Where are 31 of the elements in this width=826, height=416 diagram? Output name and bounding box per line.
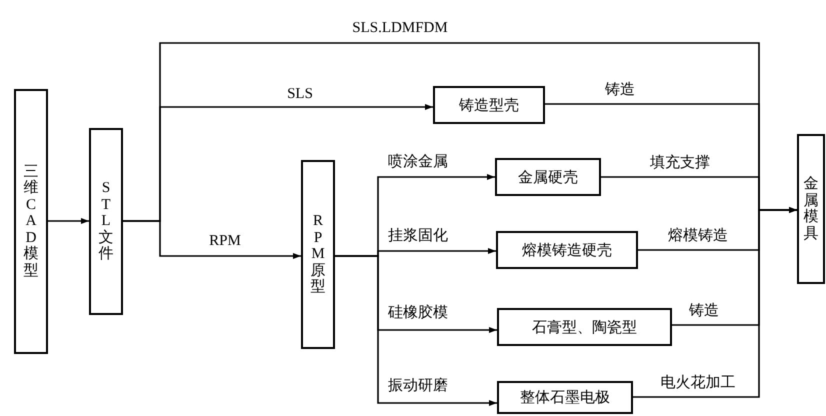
process-column (797, 134, 825, 284)
arrow (123, 220, 301, 259)
edge-label: 铸造 (603, 82, 637, 98)
arrow (335, 255, 497, 406)
node-label: 金属硬壳 (518, 168, 578, 186)
edge-label: 喷涂金属 (386, 154, 450, 170)
edge-label: 挂浆固化 (386, 228, 450, 244)
edge-label: 熔模铸造 (666, 228, 730, 244)
arrow (633, 207, 797, 398)
node-label: 熔模铸造硬壳 (522, 242, 612, 260)
edge-label: 填充支撑 (648, 154, 712, 172)
node-label: 三维CAD模型 (24, 164, 38, 280)
edge-label: 电火花加工 (658, 374, 738, 392)
process-column (14, 89, 48, 354)
edge-label: 硅橡胶模 (386, 304, 450, 322)
process-box (496, 231, 638, 269)
node-label: 整体石墨电极 (520, 388, 610, 407)
process-column (301, 160, 335, 349)
node-label: RPM原型 (310, 213, 326, 296)
process-box (497, 381, 633, 414)
process-box (433, 86, 545, 124)
node-label: 石膏型、陶瓷型 (532, 318, 637, 336)
node-label: STL文件 (98, 180, 114, 263)
process-box (497, 308, 672, 346)
node-label: 铸造型壳 (459, 96, 519, 114)
node-label: 金属模具 (804, 176, 818, 242)
edge-label: 铸造 (687, 302, 721, 320)
process-box (495, 158, 601, 196)
arrow (48, 218, 89, 224)
edge-label: 振动研磨 (386, 378, 450, 394)
process-column (89, 128, 123, 315)
